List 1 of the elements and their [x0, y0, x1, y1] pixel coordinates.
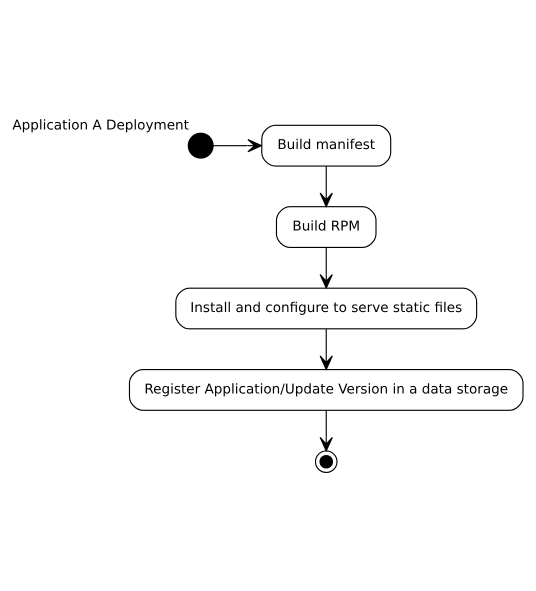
node-label: Application A Deployment: [12, 117, 189, 134]
